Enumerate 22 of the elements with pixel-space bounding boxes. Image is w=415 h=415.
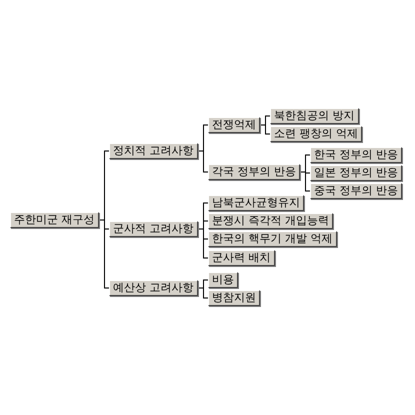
connector-line: [260, 124, 270, 134]
topic-box: 예산상 고려사항: [109, 280, 198, 296]
topic-box: 각국 정부의 반응: [208, 164, 300, 180]
topic-box: 소련 팽창의 억제: [270, 126, 362, 142]
topic-box: 일본 정부의 반응: [310, 165, 402, 181]
topic-box: 남북군사균형유지: [208, 195, 304, 211]
topic-box: 한국의 핵무기 개발 억제: [208, 231, 336, 247]
connector-line: [198, 228, 208, 258]
topic-box: 분쟁시 즉각적 개입능력: [208, 213, 333, 229]
topic-box: 중국 정부의 반응: [310, 183, 402, 199]
topic-box: 전쟁억제: [208, 117, 260, 133]
topic-box: 한국 정부의 반응: [310, 147, 402, 163]
topic-box: 군사적 고려사항: [109, 221, 198, 237]
connector-line: [98, 220, 110, 288]
connector-line: [300, 172, 310, 192]
topic-box: 주한미군 재구성: [10, 212, 98, 228]
connector-line: [198, 288, 208, 298]
topic-box: 정치적 고려사항: [109, 143, 198, 159]
topic-box: 군사력 배치: [208, 250, 274, 266]
topic-box: 북한침공의 방지: [270, 108, 358, 124]
topic-box: 병참지원: [208, 290, 260, 306]
topic-box: 비용: [208, 272, 238, 288]
